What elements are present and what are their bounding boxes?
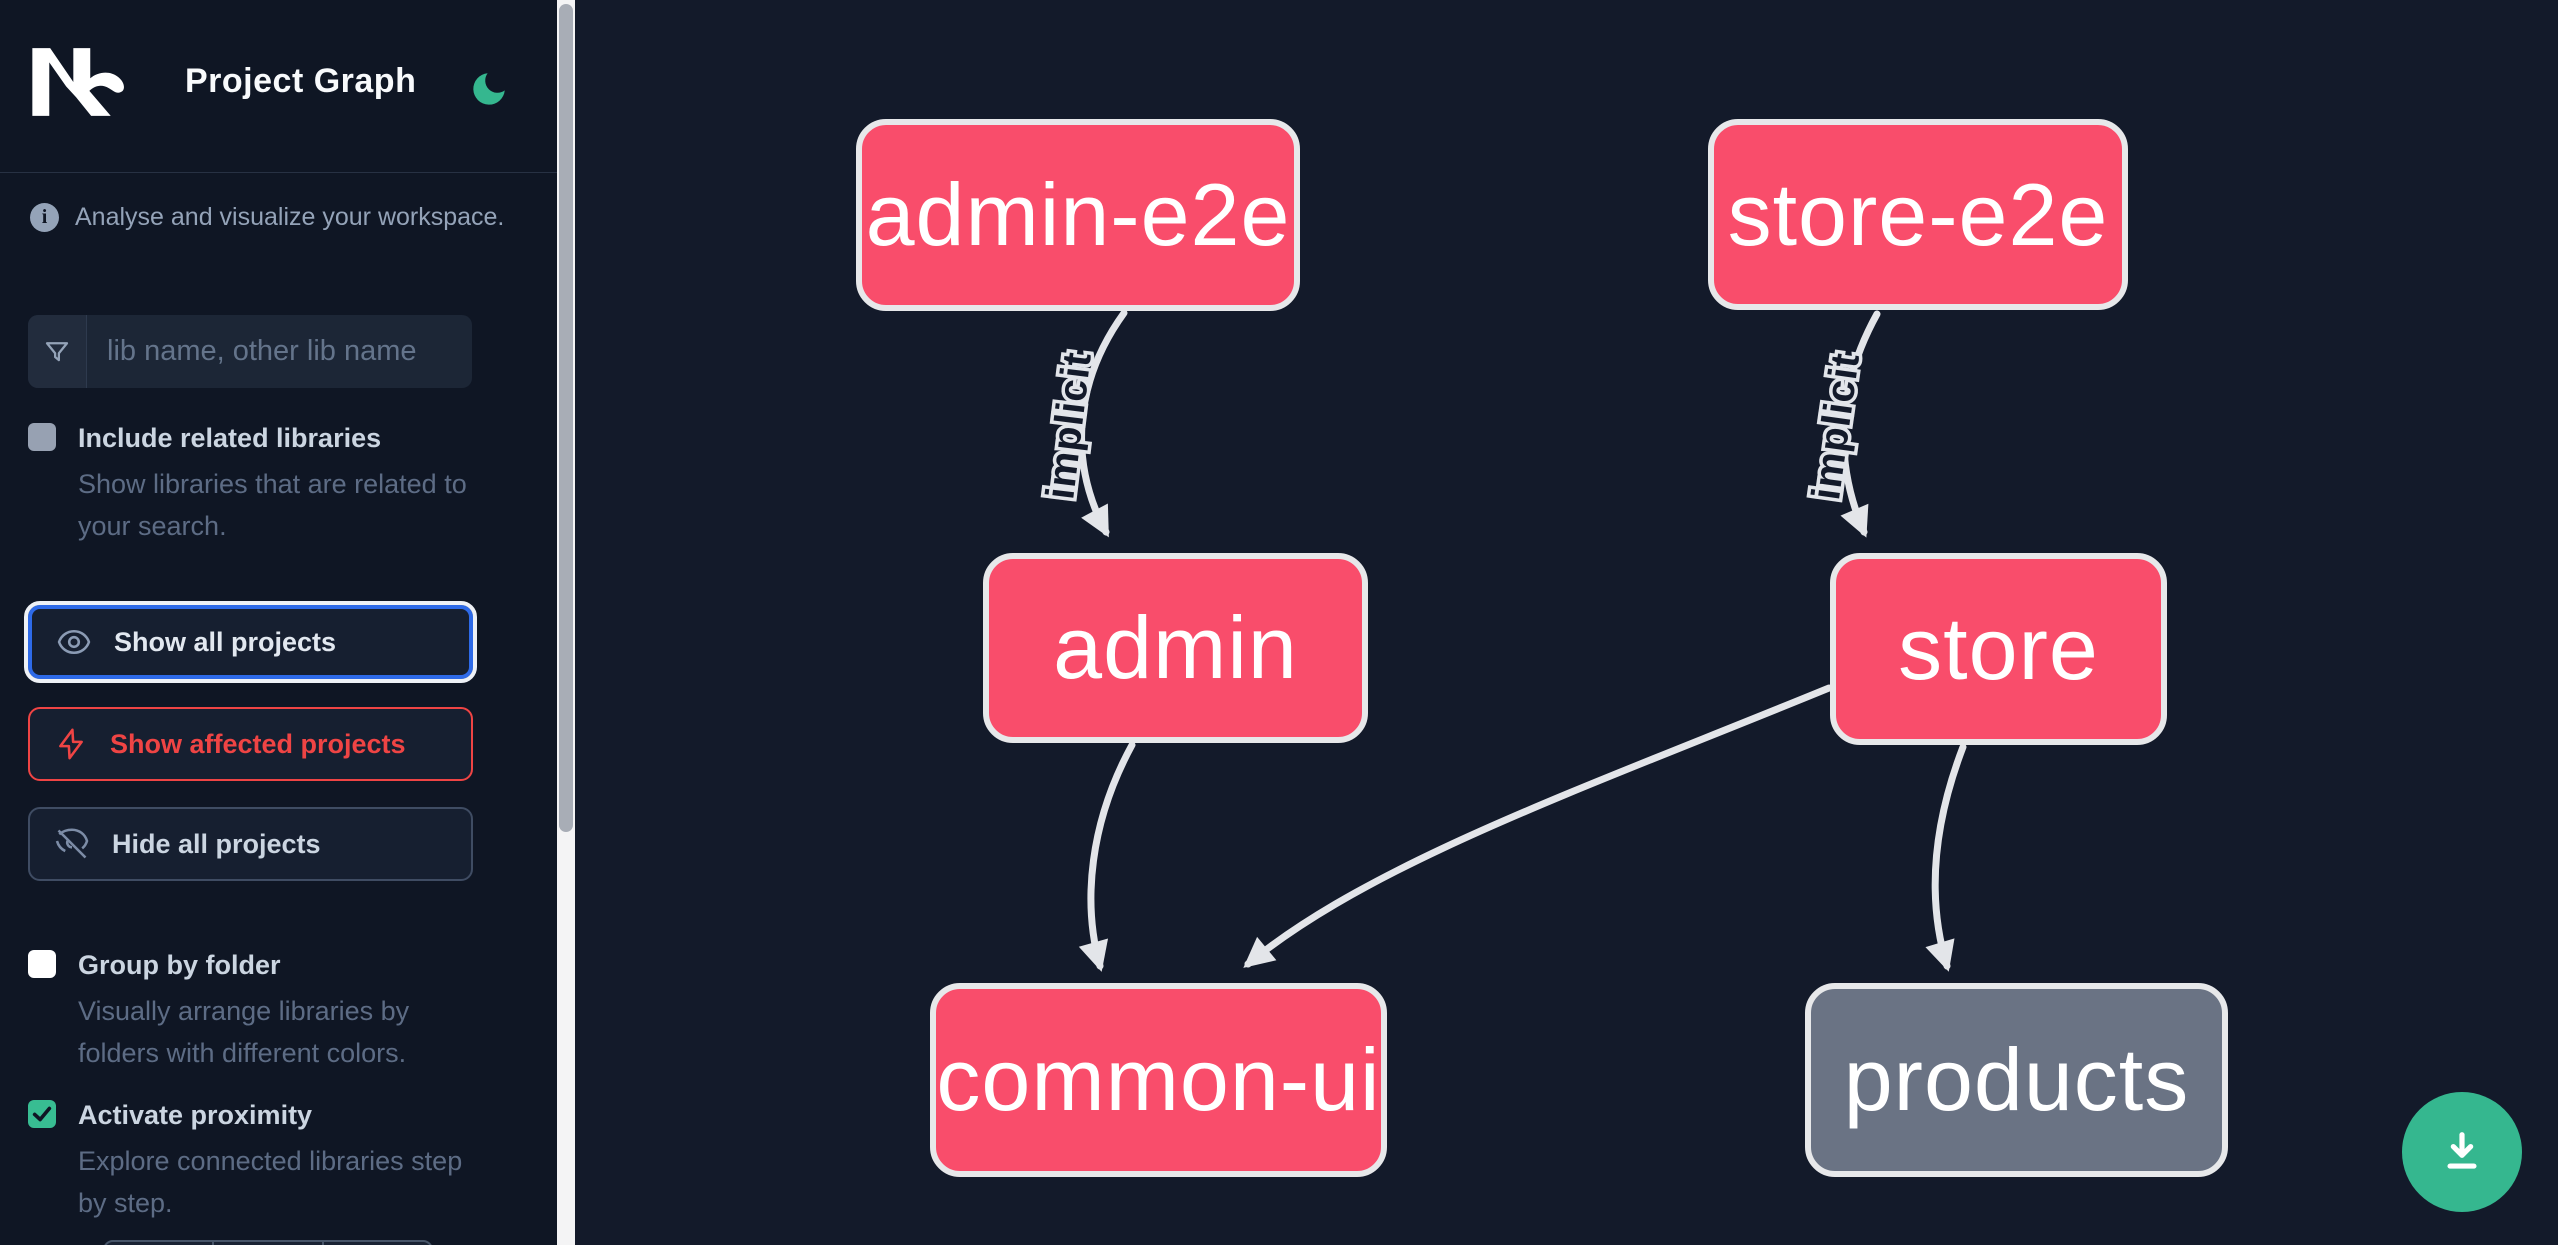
search-box [28, 315, 472, 388]
toggle-activate-proximity: Activate proximity Explore connected lib… [28, 1100, 498, 1224]
toggle-include-related: Include related libraries Show libraries… [28, 423, 498, 547]
download-icon [2447, 1132, 2477, 1169]
sidebar-header: Project Graph [0, 0, 557, 173]
nx-logo-icon [32, 48, 124, 116]
graph-node-store[interactable]: store [1830, 553, 2167, 745]
group-by-folder-checkbox[interactable] [28, 950, 56, 978]
toggle-group-by-folder: Group by folder Visually arrange librari… [28, 950, 498, 1074]
show-affected-projects-label: Show affected projects [110, 728, 406, 759]
graph-node-common-ui[interactable]: common-ui [930, 983, 1387, 1177]
moon-icon[interactable] [468, 68, 510, 110]
include-related-description: Show libraries that are related to your … [78, 469, 467, 541]
scrollbar-thumb[interactable] [559, 4, 573, 832]
stepper-segment[interactable] [105, 1242, 215, 1245]
hide-all-projects-button[interactable]: Hide all projects [28, 807, 473, 881]
show-all-projects-button[interactable]: Show all projects [24, 601, 477, 683]
lightning-bolt-icon [59, 728, 83, 760]
tagline-text: Analyse and visualize your workspace. [75, 203, 505, 231]
graph-node-admin-e2e[interactable]: admin-e2e [856, 119, 1300, 311]
edge-store-common-ui[interactable] [1243, 684, 1833, 968]
group-by-folder-label[interactable]: Group by folder [78, 950, 281, 980]
sidebar-scrollbar [557, 0, 575, 1245]
eye-off-icon [55, 828, 89, 859]
edge-admin-common-ui[interactable] [1078, 741, 1136, 972]
edge-label-implicit: implicit [1038, 349, 1100, 501]
group-by-folder-description: Visually arrange libraries by folders wi… [78, 996, 410, 1068]
hide-all-projects-label: Hide all projects [112, 828, 321, 859]
edge-store-e2e-store[interactable] [1840, 310, 1881, 538]
edge-label-implicit: implicit [1804, 350, 1868, 503]
activate-proximity-checkbox[interactable] [28, 1100, 56, 1128]
checkmark-icon [32, 1106, 52, 1122]
activate-proximity-label[interactable]: Activate proximity [78, 1100, 313, 1130]
stepper-segment[interactable] [214, 1242, 324, 1245]
include-related-checkbox[interactable] [28, 423, 56, 451]
graph-node-products[interactable]: products [1805, 983, 2228, 1177]
sidebar: Project Graph i Analyse and visualize yo… [0, 0, 557, 1245]
graph-node-admin[interactable]: admin [983, 553, 1368, 743]
edge-admin-e2e-admin[interactable] [1078, 309, 1128, 538]
tagline-row: i Analyse and visualize your workspace. [30, 203, 530, 232]
info-icon: i [30, 203, 59, 232]
show-affected-projects-button[interactable]: Show affected projects [28, 707, 473, 781]
graph-node-store-e2e[interactable]: store-e2e [1708, 119, 2128, 310]
search-input[interactable] [87, 315, 472, 388]
edge-store-products[interactable] [1925, 743, 1967, 972]
include-related-label[interactable]: Include related libraries [78, 423, 382, 453]
filter-funnel-icon [28, 315, 87, 388]
download-image-button[interactable] [2402, 1092, 2522, 1212]
show-all-projects-label: Show all projects [114, 626, 337, 657]
app-title: Project Graph [185, 62, 417, 100]
eye-icon [57, 629, 91, 655]
graph-canvas[interactable]: implicit implicit admin-e2e store-e2e admi… [575, 0, 2558, 1245]
activate-proximity-description: Explore connected libraries step by step… [78, 1146, 463, 1218]
